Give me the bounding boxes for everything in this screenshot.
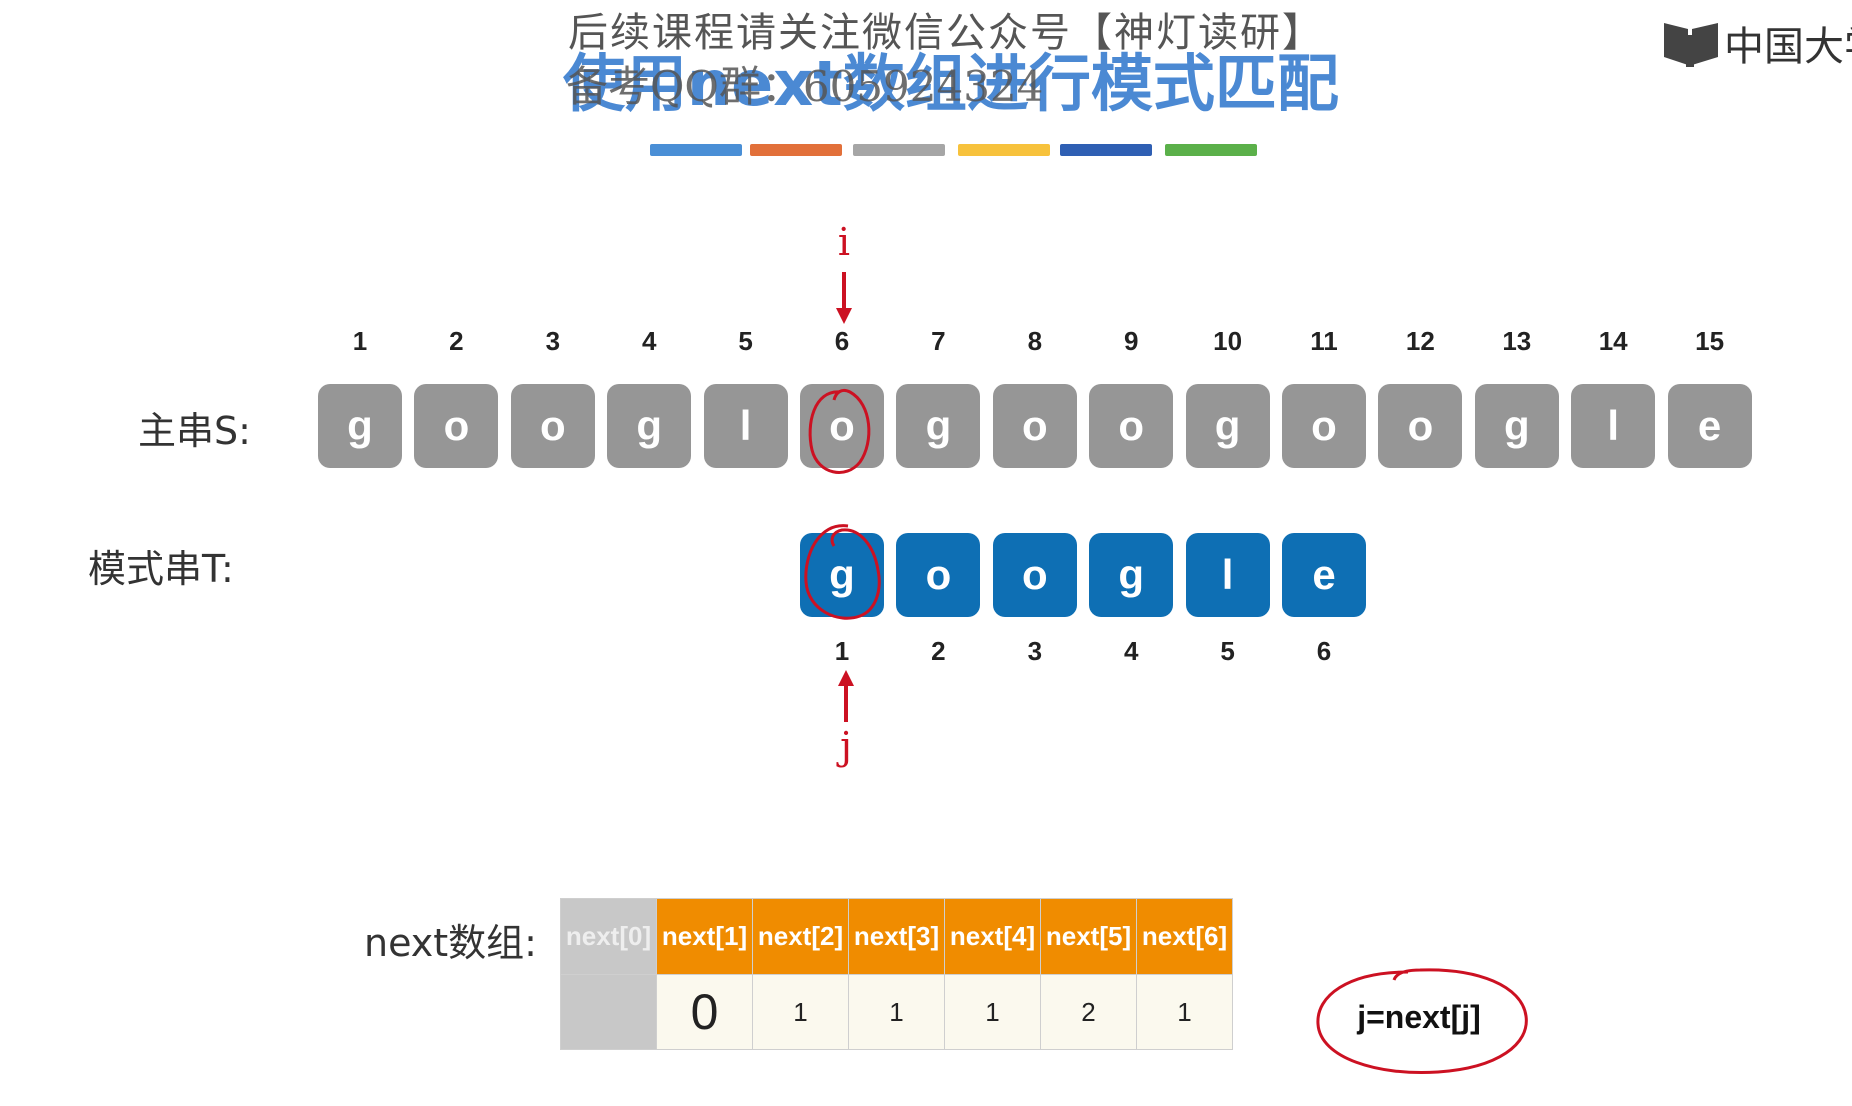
pattern-string-char-cell: l bbox=[1185, 533, 1270, 617]
next-array-table: next[0] next[1] next[2] next[3] next[4] … bbox=[560, 898, 1233, 1050]
main-string-index: 13 bbox=[1502, 326, 1532, 356]
watermark-wechat-text: 后续课程请关注微信公众号【神灯读研】 bbox=[568, 10, 1324, 56]
mooc-logo: 中国大学 bbox=[1662, 14, 1852, 72]
color-bar-segment bbox=[650, 144, 742, 156]
main-string-char-cell: g bbox=[1474, 384, 1559, 468]
main-string-char-cell: o bbox=[992, 384, 1077, 468]
pointer-i-arrow-icon bbox=[836, 272, 852, 324]
main-string-index: 3 bbox=[545, 326, 561, 356]
main-string-index: 10 bbox=[1213, 326, 1243, 356]
pointer-j-label: j bbox=[840, 724, 852, 768]
main-string-char-cell: l bbox=[1571, 384, 1656, 468]
circle-pattern-char-annotation bbox=[804, 524, 881, 620]
main-string-char-cell: o bbox=[1282, 384, 1366, 468]
pattern-string-char-cell: o bbox=[896, 533, 981, 617]
main-string-char-cell: o bbox=[510, 384, 595, 468]
main-string-char-cell: g bbox=[1185, 384, 1270, 468]
main-string-char-cell: g bbox=[318, 384, 402, 468]
pattern-string-label: 模式串T: bbox=[88, 547, 234, 591]
main-string-index: 14 bbox=[1598, 326, 1628, 356]
main-string-index: 11 bbox=[1310, 326, 1338, 356]
next-header-cell: next[4] bbox=[944, 898, 1041, 975]
main-string-index: 12 bbox=[1405, 326, 1435, 356]
pointer-i-label: i bbox=[837, 220, 851, 264]
main-string-char-cell: o bbox=[1378, 384, 1463, 468]
next-header-cell: next[3] bbox=[848, 898, 945, 975]
next-header-cell: next[2] bbox=[752, 898, 849, 975]
next-value-cell: 0 bbox=[656, 974, 753, 1050]
pattern-string-char-cell: e bbox=[1282, 533, 1366, 617]
next-value-cell: 1 bbox=[848, 974, 945, 1050]
pattern-string-index: 6 bbox=[1316, 636, 1332, 666]
color-bar-segment bbox=[853, 144, 945, 156]
pattern-string-index: 1 bbox=[834, 636, 850, 666]
circle-formula-annotation bbox=[1316, 968, 1528, 1075]
main-string-index: 4 bbox=[641, 326, 657, 356]
next-header-cell: next[1] bbox=[656, 898, 753, 975]
next-header-cell: next[0] bbox=[560, 898, 657, 975]
next-value-cell: 1 bbox=[944, 974, 1041, 1050]
pattern-string-char-cell: g bbox=[1089, 533, 1174, 617]
formula-text: j=next[j] bbox=[1357, 998, 1481, 1035]
main-string-index: 7 bbox=[931, 326, 946, 356]
main-string-index: 8 bbox=[1027, 326, 1043, 356]
main-string-index: 5 bbox=[738, 326, 753, 356]
main-string-char-cell: e bbox=[1667, 384, 1752, 468]
main-string-char-cell: g bbox=[607, 384, 692, 468]
next-header-cell: next[5] bbox=[1040, 898, 1137, 975]
watermark-qq-text: 备考QQ群：605924324 bbox=[566, 62, 1044, 111]
next-array-label: next数组: bbox=[364, 921, 537, 965]
next-array-header-row: next[0] next[1] next[2] next[3] next[4] … bbox=[560, 898, 1233, 975]
color-bar-segment bbox=[958, 144, 1050, 156]
main-string-index: 15 bbox=[1695, 326, 1725, 356]
circle-main-char-annotation bbox=[808, 388, 871, 474]
main-string-char-cell: o bbox=[414, 384, 499, 468]
logo-text: 中国大学 bbox=[1724, 24, 1852, 70]
pattern-string-index: 2 bbox=[931, 636, 946, 666]
main-string-char-cell: o bbox=[1089, 384, 1174, 468]
main-string-index: 6 bbox=[834, 326, 850, 356]
book-logo-icon bbox=[1664, 23, 1718, 67]
next-value-cell: 1 bbox=[752, 974, 849, 1050]
main-string-index: 1 bbox=[352, 326, 368, 356]
pattern-string-index: 3 bbox=[1027, 636, 1043, 666]
pattern-string-index: 4 bbox=[1123, 636, 1139, 666]
main-string-char-cell: g bbox=[896, 384, 981, 468]
main-string-index: 2 bbox=[449, 326, 464, 356]
next-value-cell: 2 bbox=[1040, 974, 1137, 1050]
pattern-string-char-cell: o bbox=[992, 533, 1077, 617]
slide-title: 使用next数组进行模式匹配 bbox=[563, 47, 1339, 120]
next-value-cell bbox=[560, 974, 657, 1050]
main-string-index: 9 bbox=[1123, 326, 1139, 356]
color-bar-segment bbox=[1165, 144, 1257, 156]
pointer-j-arrow-icon bbox=[838, 670, 854, 722]
color-bar-segment bbox=[1060, 144, 1152, 156]
next-header-cell: next[6] bbox=[1136, 898, 1233, 975]
pattern-string-index: 5 bbox=[1220, 636, 1235, 666]
next-array-value-row: 0 1 1 1 2 1 bbox=[560, 974, 1233, 1050]
color-bar-segment bbox=[750, 144, 842, 156]
main-string-label: 主串S: bbox=[138, 409, 251, 453]
next-value-cell: 1 bbox=[1136, 974, 1233, 1050]
main-string-char-cell: l bbox=[703, 384, 788, 468]
